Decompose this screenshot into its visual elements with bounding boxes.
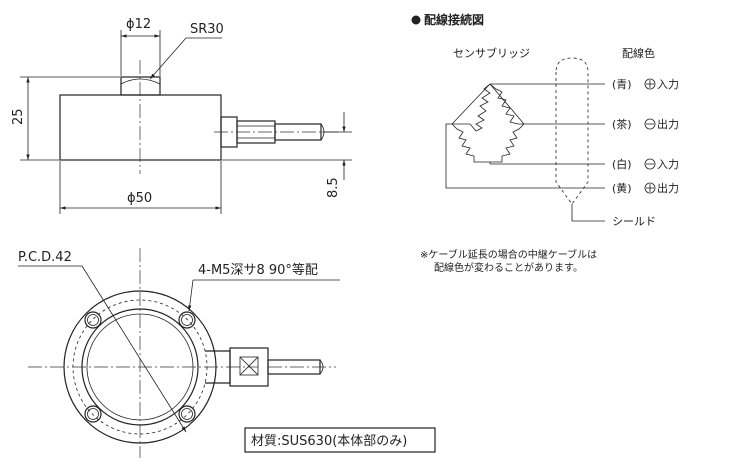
- svg-text:(白): (白): [612, 157, 632, 171]
- dim-height: 25: [11, 108, 26, 125]
- svg-text:出力: 出力: [657, 181, 679, 195]
- dim-shaft-diameter: ϕ12: [126, 17, 151, 32]
- bridge-label: センサブリッジ: [453, 46, 530, 60]
- wiring-title: 配線接続図: [424, 12, 484, 27]
- note-line-1: ※ケーブル延長の場合の中継ケーブルは: [420, 248, 597, 261]
- note-line-2: 配線色が変わることがあります。: [434, 261, 583, 274]
- material-box: [244, 427, 436, 453]
- plan-view: P.C.D.42 4-M5深サ8 90°等配 材質:SUS630(本体部のみ): [18, 248, 436, 458]
- svg-text:入力: 入力: [657, 78, 679, 91]
- color-header: 配線色: [622, 46, 655, 60]
- svg-text:(青): (青): [612, 78, 632, 91]
- minus-terminal-icon: [644, 118, 656, 130]
- plus-terminal-icon: [644, 78, 656, 90]
- dim-cable-height: 8.5: [326, 177, 341, 198]
- wiring-diagram: 配線接続図 センサブリッジ 配線色 (青) 入力 (茶: [411, 12, 679, 274]
- side-view: ϕ12 SR30 25 8.5 ϕ50: [11, 17, 352, 214]
- dim-body-diameter: ϕ50: [127, 191, 152, 206]
- dim-sphere-radius: SR30: [190, 22, 224, 37]
- material-label: 材質:SUS630(本体部のみ): [251, 434, 407, 449]
- svg-text:(茶): (茶): [612, 118, 632, 131]
- bolt-hole: [178, 405, 196, 423]
- svg-text:(黄): (黄): [612, 181, 632, 195]
- bolt-hole: [178, 311, 196, 329]
- title-bullet-icon: [411, 15, 421, 25]
- wire-row-brown: (茶) 出力: [612, 117, 679, 131]
- pcd-label: P.C.D.42: [18, 250, 72, 265]
- minus-terminal-icon: [644, 158, 656, 170]
- bolt-hole: [84, 405, 102, 423]
- plus-terminal-icon: [644, 182, 656, 194]
- svg-text:出力: 出力: [657, 117, 679, 131]
- load-cell-body: [59, 94, 222, 161]
- svg-text:入力: 入力: [657, 158, 679, 171]
- wire-row-yellow: (黄) 出力: [612, 181, 679, 195]
- cable-connector: [214, 116, 340, 148]
- bridge-symbol: [451, 83, 525, 163]
- cable-connector-plan: [205, 347, 336, 387]
- bolt-hole: [84, 311, 102, 329]
- load-button: [120, 76, 161, 96]
- shield-label: シールド: [612, 215, 656, 228]
- holes-spec-label: 4-M5深サ8 90°等配: [198, 262, 318, 278]
- wire-row-white: (白) 入力: [612, 157, 679, 171]
- wire-row-blue: (青) 入力: [612, 78, 679, 91]
- shield-outline: [555, 57, 589, 205]
